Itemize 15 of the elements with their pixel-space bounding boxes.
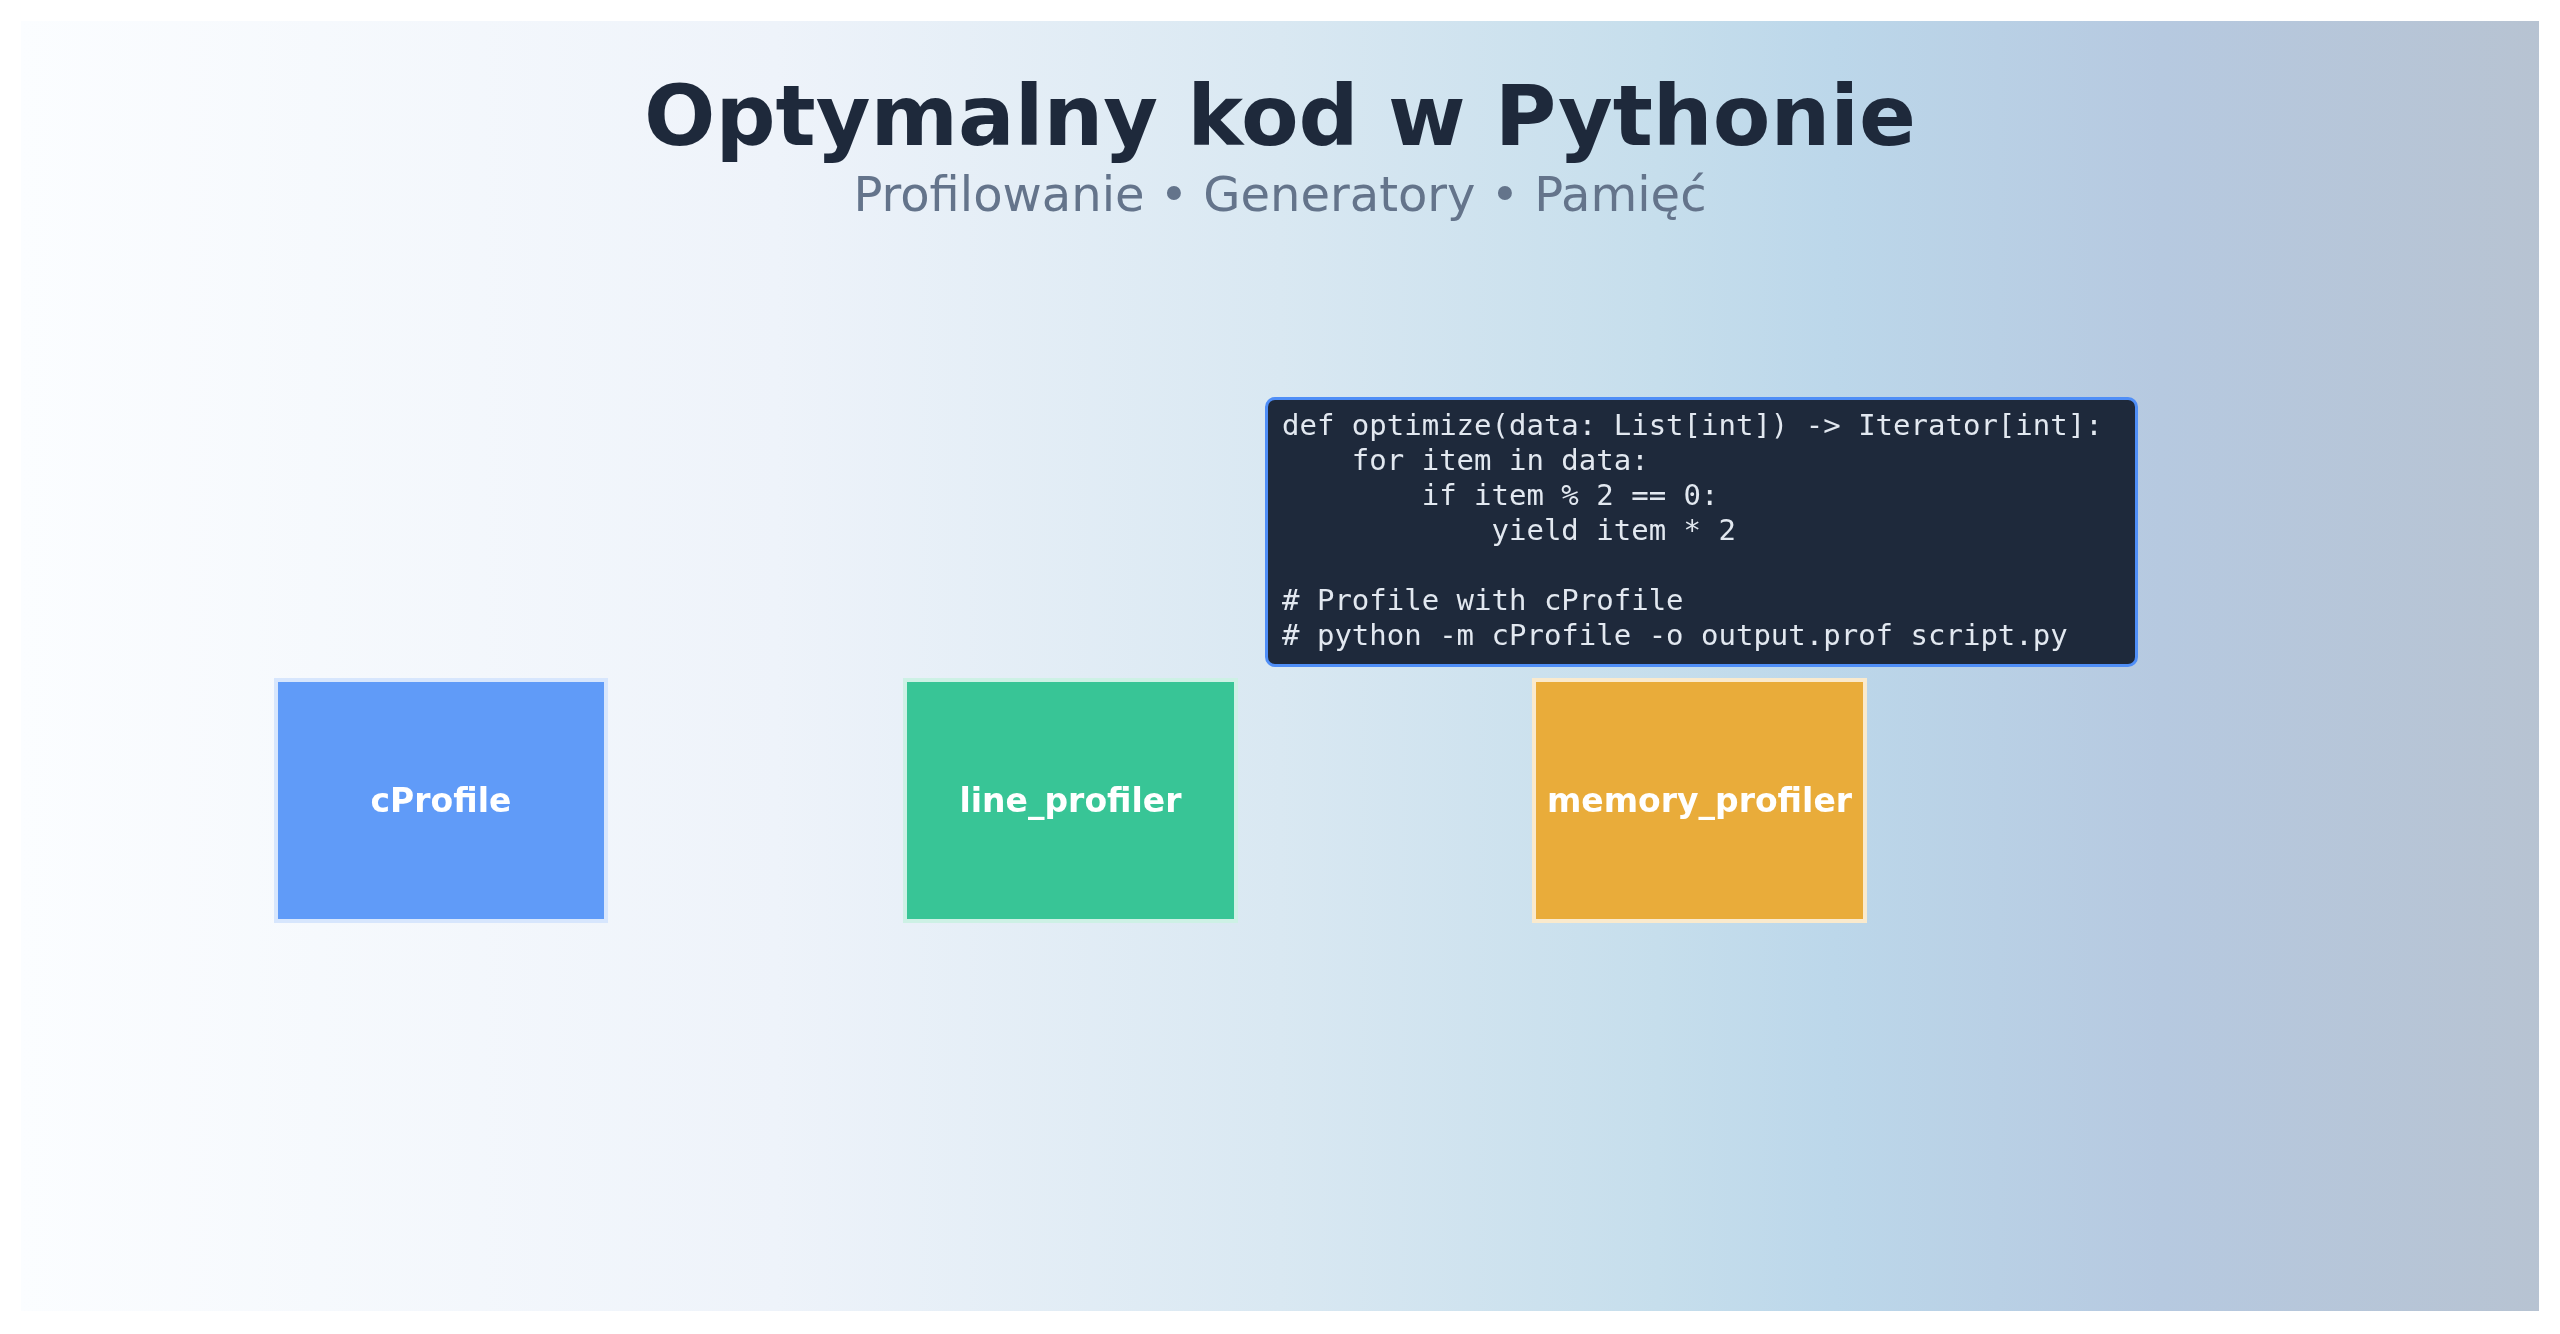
code-line: for item in data: xyxy=(1350,443,1650,478)
tool-label: memory_profiler xyxy=(1546,781,1853,820)
tool-label: cProfile xyxy=(370,781,512,820)
code-line: if item % 2 == 0: xyxy=(1420,478,1720,513)
tool-box xyxy=(1532,678,1867,923)
subtitle: Profilowanie • Generatory • Pamięć xyxy=(852,166,1708,224)
tool-box xyxy=(903,678,1238,923)
code-line: yield item * 2 xyxy=(1490,513,1737,548)
tool-box xyxy=(274,678,608,923)
code-line: def optimize(data: List[int]) -> Iterator[int]: xyxy=(1282,408,2104,443)
code-line: # Profile with cProfile xyxy=(1282,583,1685,618)
title: Optymalny kod w Pythonie xyxy=(643,66,1917,167)
tool-label: line_profiler xyxy=(959,781,1182,820)
code-block xyxy=(1265,397,2138,667)
code-line: # python -m cProfile -o output.prof script.py xyxy=(1282,618,2069,653)
